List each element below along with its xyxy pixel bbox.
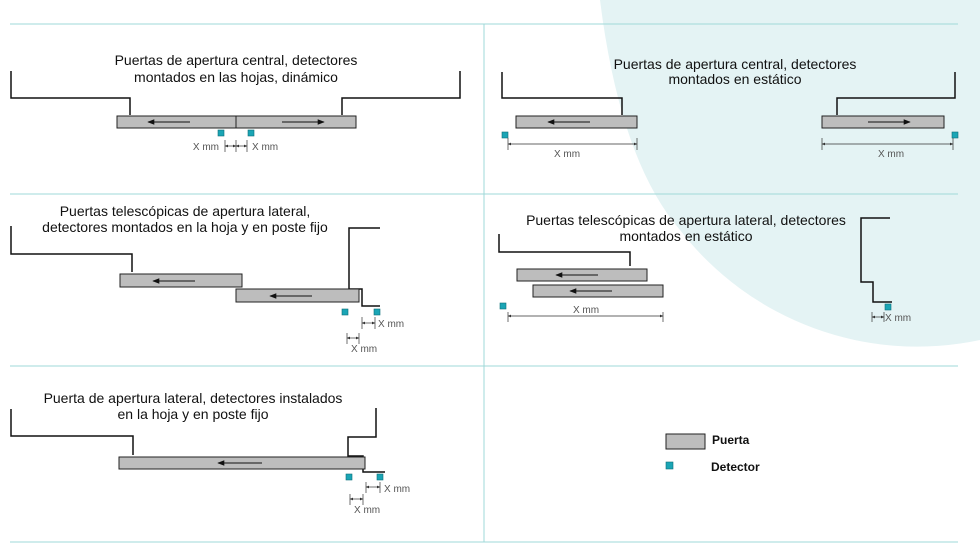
legend: Puerta Detector <box>665 433 760 474</box>
dimension-label: X mm <box>354 505 380 516</box>
panel-title-line2: en la hoja y en poste fijo <box>118 406 269 422</box>
wall-left <box>10 71 131 115</box>
panel-title-line2: montados en estático <box>668 71 801 87</box>
background-shape <box>600 0 980 347</box>
panel-title-line1: Puertas telescópicas de apertura lateral… <box>526 212 846 228</box>
legend-detector-swatch <box>665 461 674 470</box>
dimension-label: X mm <box>573 305 599 316</box>
detector-post <box>376 473 384 481</box>
wall-right <box>836 72 956 115</box>
detector-leaf <box>345 473 353 481</box>
panel-central-static: Puertas de apertura central, detectores … <box>501 56 959 160</box>
grid-separators <box>10 23 958 543</box>
wall-left <box>10 409 134 455</box>
detector-post <box>373 308 381 316</box>
detector-right <box>951 131 959 139</box>
panel-title-line1: Puertas de apertura central, detectores <box>115 52 358 68</box>
dimension-label: X mm <box>193 142 219 153</box>
detector-right <box>247 129 255 137</box>
wall-left <box>10 226 133 272</box>
legend-door-label: Puerta <box>712 433 750 447</box>
dimension-label: X mm <box>252 142 278 153</box>
dimension-label: X mm <box>554 149 580 160</box>
panel-title-line1: Puerta de apertura lateral, detectores i… <box>44 390 343 406</box>
dimension-label: X mm <box>378 319 404 330</box>
panel-title-line1: Puertas de apertura central, detectores <box>614 56 857 72</box>
legend-detector-label: Detector <box>711 460 760 474</box>
dimension-label: X mm <box>384 484 410 495</box>
panel-lateral-leaf-post: Puerta de apertura lateral, detectores i… <box>10 390 410 516</box>
panel-title-line2: detectores montados en la hoja y en post… <box>42 219 328 235</box>
wall-left <box>498 234 631 266</box>
dimension-label: X mm <box>885 313 911 324</box>
detector-right <box>884 303 892 311</box>
panel-telescopic-static: Puertas telescópicas de apertura lateral… <box>498 212 911 324</box>
detector-left <box>499 302 507 310</box>
wall-right <box>860 217 892 303</box>
dimension-label: X mm <box>878 149 904 160</box>
panel-telescopic-leaf-post: Puertas telescópicas de apertura lateral… <box>10 203 404 355</box>
detector-left <box>217 129 225 137</box>
detector-leaf <box>341 308 349 316</box>
legend-door-swatch <box>665 433 706 450</box>
detector-left <box>501 131 509 139</box>
panel-title-line2: montados en estático <box>619 228 752 244</box>
panel-central-dynamic: Puertas de apertura central, detectores … <box>10 52 461 153</box>
wall-right <box>347 408 385 473</box>
panel-title-line2: montados en las hojas, dinámico <box>134 69 338 85</box>
wall-right <box>341 71 461 115</box>
dimension-label: X mm <box>351 344 377 355</box>
wall-left <box>501 72 623 115</box>
panel-title-line1: Puertas telescópicas de apertura lateral… <box>60 203 311 219</box>
